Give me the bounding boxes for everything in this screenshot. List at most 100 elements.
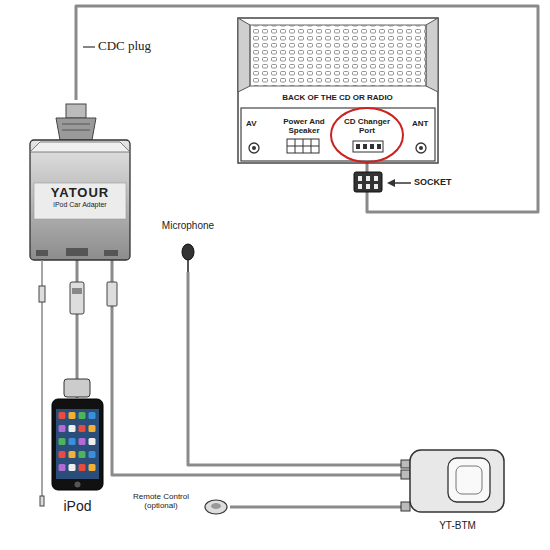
app-icon xyxy=(69,451,76,458)
app-icon xyxy=(59,425,66,432)
app-icon xyxy=(89,464,96,471)
remote-control-button xyxy=(211,503,221,509)
ipod-car-adapter: YATOURiPod Car Adapter xyxy=(30,100,130,260)
module-button xyxy=(448,458,490,502)
port-label: ANT xyxy=(412,119,428,128)
module-jack xyxy=(401,470,410,479)
ipod-body xyxy=(52,399,103,490)
bluetooth-module: YT-BTM xyxy=(405,440,510,540)
aux-plug xyxy=(39,286,45,302)
socket-pin xyxy=(358,176,362,181)
aux-cable xyxy=(39,260,45,506)
radio-housing xyxy=(238,18,438,163)
housing-side xyxy=(238,18,250,92)
app-icon xyxy=(89,438,96,445)
app-icon xyxy=(69,464,76,471)
bt-module-drawing xyxy=(401,450,504,512)
socket-pin xyxy=(366,176,370,181)
adapter-port xyxy=(104,250,118,256)
cable xyxy=(188,272,405,465)
app-icon xyxy=(69,425,76,432)
app-icon xyxy=(69,438,76,445)
dock-plug-detail xyxy=(72,288,82,294)
cable xyxy=(230,506,405,509)
microphone-head xyxy=(182,244,194,260)
adapter-port xyxy=(66,248,88,256)
socket-pin xyxy=(374,176,378,181)
node-title: Microphone xyxy=(145,220,231,232)
highlight-circle xyxy=(331,108,403,162)
home-button xyxy=(75,482,81,488)
app-icon xyxy=(79,464,86,471)
node-title: iPod xyxy=(40,498,115,514)
plug-ridge xyxy=(62,130,90,131)
node-title: YATOUR xyxy=(30,186,130,201)
adapter-body xyxy=(30,140,130,260)
antenna-jack-core xyxy=(419,146,423,150)
app-icon xyxy=(79,412,86,419)
pin-divider xyxy=(287,146,319,147)
aux-plug xyxy=(40,496,44,506)
socket-body xyxy=(354,172,382,192)
module-button-inner xyxy=(456,466,482,494)
socket-pin xyxy=(366,184,370,189)
radio-back-panel: BACK OF THE CD OR RADIO Power And Speaker… xyxy=(235,15,440,165)
pin xyxy=(363,144,367,149)
vent-grid xyxy=(250,25,426,86)
housing-side xyxy=(426,18,438,92)
app-icon xyxy=(69,412,76,419)
ipod-drawing xyxy=(52,399,103,490)
app-icon xyxy=(89,451,96,458)
adapter-port xyxy=(36,250,48,256)
antenna-jack xyxy=(416,143,426,153)
module-body xyxy=(410,450,504,512)
ipod-screen xyxy=(56,409,99,479)
microphone: Microphone xyxy=(145,220,231,272)
app-icon xyxy=(59,464,66,471)
dock-connector xyxy=(64,379,90,397)
node-title: Remote Control (optional) xyxy=(120,492,202,510)
socket-pin xyxy=(374,184,378,189)
power-port-pins xyxy=(287,139,319,153)
port-label: AV xyxy=(246,119,257,128)
app-icon xyxy=(89,412,96,419)
app-icon xyxy=(79,425,86,432)
module-jack xyxy=(401,502,410,511)
node-subtitle: iPod Car Adapter xyxy=(30,201,130,209)
power-speaker-port: Power And Speaker xyxy=(275,115,333,157)
plug-collar xyxy=(66,104,86,118)
cable-label: CDC plug xyxy=(98,39,151,54)
adapter-top-face xyxy=(30,142,130,152)
socket-pin xyxy=(358,184,362,189)
av-jack xyxy=(249,143,259,153)
part-label: SOCKET xyxy=(414,177,452,187)
connector-panel xyxy=(241,108,435,161)
pin xyxy=(377,144,381,149)
cable xyxy=(76,6,538,212)
leader-arrowhead xyxy=(387,179,395,187)
cd-changer-port: CD Changer Port xyxy=(338,115,396,157)
module-jack xyxy=(401,460,410,468)
av-jack-core xyxy=(252,146,256,150)
app-icon xyxy=(89,425,96,432)
pin xyxy=(370,144,374,149)
adapter-drawing xyxy=(30,104,130,260)
node-title: YT-BTM xyxy=(405,520,510,532)
remote-control: Remote Control (optional) xyxy=(120,490,230,524)
ipod: iPod xyxy=(40,398,115,526)
app-icon xyxy=(59,438,66,445)
node-title: Power And Speaker xyxy=(275,117,333,135)
socket-leader xyxy=(393,182,411,184)
cable xyxy=(112,260,405,475)
node-title: CD Changer Port xyxy=(338,117,396,135)
app-icon xyxy=(79,438,86,445)
plug-ridge xyxy=(62,124,90,125)
app-icon xyxy=(79,451,86,458)
node-title: BACK OF THE CD OR RADIO xyxy=(235,93,440,102)
dock-cable-plug xyxy=(70,282,84,314)
app-icon xyxy=(59,451,66,458)
app-icon xyxy=(59,412,66,419)
usb-plug xyxy=(107,282,117,306)
